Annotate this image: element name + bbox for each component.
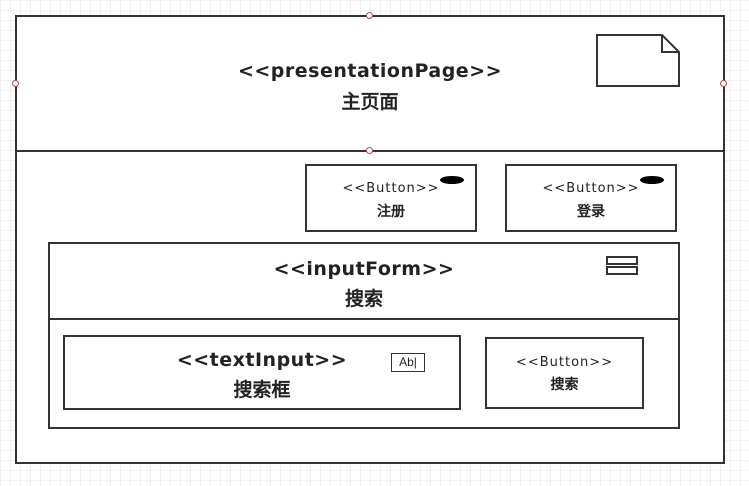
register-button[interactable] [305, 164, 477, 232]
login-button-stereotype: <<Button>> [542, 181, 640, 196]
text-input-icon: Ab| [391, 353, 425, 372]
input-form-name: 搜索 [344, 288, 383, 310]
login-button[interactable] [505, 164, 677, 232]
search-button[interactable] [485, 337, 644, 409]
login-button-label: 登录 [577, 204, 605, 220]
button-pill-icon [440, 176, 464, 184]
register-button-stereotype: <<Button>> [342, 181, 440, 196]
page-icon [596, 34, 680, 87]
selection-handle-bottom-of-header[interactable] [366, 147, 373, 154]
search-button-label: 搜索 [550, 377, 579, 393]
search-text-input[interactable] [63, 335, 461, 410]
presentation-page-stereotype: <<presentationPage>> [237, 60, 503, 82]
search-button-stereotype: <<Button>> [515, 355, 614, 370]
search-text-input-name: 搜索框 [233, 379, 291, 401]
input-form-divider [48, 318, 680, 320]
input-form-stereotype: <<inputForm>> [273, 258, 455, 280]
selection-handle-left[interactable] [12, 80, 19, 87]
search-text-input-stereotype: <<textInput>> [176, 349, 348, 371]
form-icon [606, 256, 638, 275]
selection-handle-right[interactable] [720, 80, 727, 87]
register-button-label: 注册 [377, 204, 405, 220]
presentation-page-name: 主页面 [341, 91, 399, 113]
selection-handle-top[interactable] [366, 12, 373, 19]
button-pill-icon [640, 176, 664, 184]
text-input-icon-text: Ab| [399, 355, 417, 369]
